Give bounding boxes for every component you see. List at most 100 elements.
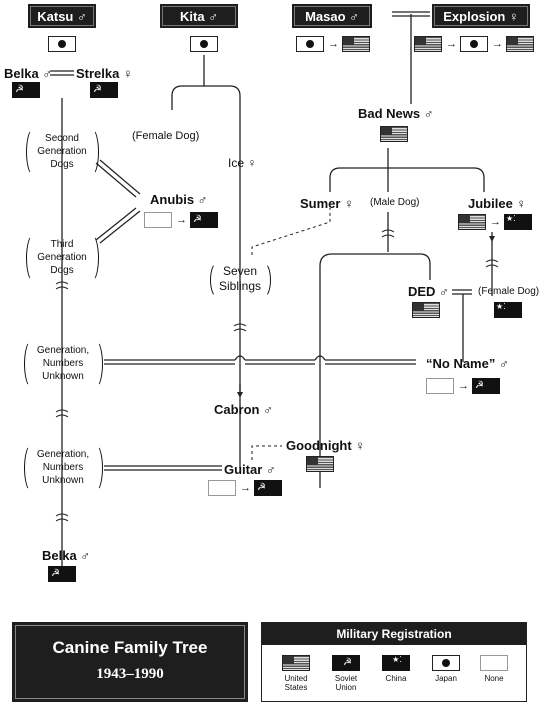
us-flag-icon xyxy=(380,126,408,142)
legend: Military Registration United States ☭ So… xyxy=(261,622,527,702)
legend-item-china: ★⁚ China xyxy=(372,655,420,683)
legend-item-us: United States xyxy=(272,655,320,692)
left-bracket xyxy=(24,340,39,388)
arrow-icon: → xyxy=(176,214,187,226)
founder-plate-explosion: Explosion ♀ xyxy=(432,4,530,28)
japan-flag-icon xyxy=(48,36,76,52)
dog-name-bad-news: Bad News ♂ xyxy=(358,106,434,121)
right-bracket xyxy=(256,262,271,298)
arrow-icon: → xyxy=(458,380,469,392)
founder-plate-masao: Masao ♂ xyxy=(292,4,372,28)
dog-name-female-dog: (Female Dog) xyxy=(132,130,200,142)
generation-label-third: Third Generation Dogs xyxy=(32,238,92,277)
us-flag-icon xyxy=(306,456,334,472)
hammer-sickle-icon: ☭ xyxy=(93,84,102,95)
us-flag-icon xyxy=(342,36,370,52)
generation-text: Second Generation Dogs xyxy=(37,133,87,170)
left-bracket xyxy=(26,234,41,282)
soviet-flag-icon: ☭ xyxy=(90,82,118,98)
generation-text: Third Generation Dogs xyxy=(37,239,87,276)
legend-item-soviet: ☭ Soviet Union xyxy=(322,655,370,692)
dog-name-jubilee: Jubilee ♀ xyxy=(468,196,527,211)
soviet-flag-icon: ☭ xyxy=(254,480,282,496)
legend-label: United States xyxy=(284,674,308,692)
right-bracket xyxy=(88,444,103,492)
star-icon: ★⁚ xyxy=(496,302,506,311)
legend-label: Japan xyxy=(435,674,457,683)
hammer-sickle-icon: ☭ xyxy=(475,380,484,391)
soviet-flag-icon: ☭ xyxy=(190,212,218,228)
right-bracket xyxy=(84,128,99,176)
legend-item-none: None xyxy=(470,655,518,683)
soviet-flag-icon: ☭ xyxy=(332,655,360,671)
generation-text: Generation, Numbers Unknown xyxy=(36,449,90,486)
arrow-icon: → xyxy=(446,38,457,50)
dog-name-female-dog: (Female Dog) xyxy=(478,286,540,297)
us-flag-icon xyxy=(282,655,310,671)
generation-label-unknown: Generation, Numbers Unknown xyxy=(30,344,96,383)
china-flag-icon: ★⁚ xyxy=(504,214,532,230)
seven-siblings-label: Seven Siblings xyxy=(214,264,266,294)
arrow-icon: → xyxy=(328,38,339,50)
right-bracket xyxy=(88,340,103,388)
soviet-flag-icon: ☭ xyxy=(12,82,40,98)
arrow-icon: → xyxy=(492,38,503,50)
china-flag-icon: ★⁚ xyxy=(382,655,410,671)
dog-name-ded: DED ♂ xyxy=(408,284,449,299)
hammer-sickle-icon: ☭ xyxy=(51,568,60,579)
arrow-icon: → xyxy=(240,482,251,494)
none-flag-icon xyxy=(208,480,236,496)
left-bracket xyxy=(210,262,225,298)
dog-name-goodnight: Goodnight ♀ xyxy=(286,438,366,453)
arrow-icon: → xyxy=(490,216,501,228)
hammer-sickle-icon: ☭ xyxy=(15,84,24,95)
left-bracket xyxy=(26,128,41,176)
legend-item-japan: Japan xyxy=(422,655,470,683)
generation-label-unknown: Generation, Numbers Unknown xyxy=(30,448,96,487)
us-flag-icon xyxy=(414,36,442,52)
us-flag-icon xyxy=(458,214,486,230)
us-flag-icon xyxy=(412,302,440,318)
dog-name-strelka: Strelka ♀ xyxy=(76,66,133,81)
founder-name: Masao ♂ xyxy=(305,8,359,24)
title-plate: Canine Family Tree 1943–1990 xyxy=(12,622,248,702)
soviet-flag-icon: ☭ xyxy=(48,566,76,582)
dog-name-guitar: Guitar ♂ xyxy=(224,462,276,477)
founder-plate-kita: Kita ♂ xyxy=(160,4,238,28)
hammer-sickle-icon: ☭ xyxy=(193,214,202,225)
dog-name-male-dog: (Male Dog) xyxy=(370,197,420,208)
none-flag-icon xyxy=(144,212,172,228)
founder-name: Kita ♂ xyxy=(180,8,218,24)
star-icon: ★⁚ xyxy=(392,655,402,664)
founder-plate-katsu: Katsu ♂ xyxy=(28,4,96,28)
hammer-sickle-icon: ☭ xyxy=(343,657,352,668)
legend-heading: Military Registration xyxy=(262,623,526,645)
founder-name: Katsu ♂ xyxy=(37,8,87,24)
right-bracket xyxy=(84,234,99,282)
left-bracket xyxy=(24,444,39,492)
japan-flag-icon xyxy=(432,655,460,671)
diagram-years: 1943–1990 xyxy=(96,666,164,682)
legend-label: China xyxy=(385,674,407,683)
legend-label: Soviet Union xyxy=(334,674,358,692)
japan-flag-icon xyxy=(190,36,218,52)
dog-name-cabron: Cabron ♂ xyxy=(214,402,273,417)
founder-name: Explosion ♀ xyxy=(443,8,519,24)
diagram-title: Canine Family Tree xyxy=(52,638,208,657)
dog-name-belka: Belka ♂ xyxy=(4,66,53,81)
none-flag-icon xyxy=(480,655,508,671)
dog-name-ice: Ice ♀ xyxy=(228,156,257,170)
dog-name-no-name: “No Name” ♂ xyxy=(426,356,509,371)
china-flag-icon: ★⁚ xyxy=(494,302,522,318)
us-flag-icon xyxy=(506,36,534,52)
dog-name-belka: Belka ♂ xyxy=(42,548,91,563)
siblings-text: Seven Siblings xyxy=(218,264,262,293)
soviet-flag-icon: ☭ xyxy=(472,378,500,394)
hammer-sickle-icon: ☭ xyxy=(257,482,266,493)
generation-text: Generation, Numbers Unknown xyxy=(36,345,90,382)
japan-flag-icon xyxy=(460,36,488,52)
generation-label-second: Second Generation Dogs xyxy=(32,132,92,171)
japan-flag-icon xyxy=(296,36,324,52)
legend-label: None xyxy=(484,674,504,683)
